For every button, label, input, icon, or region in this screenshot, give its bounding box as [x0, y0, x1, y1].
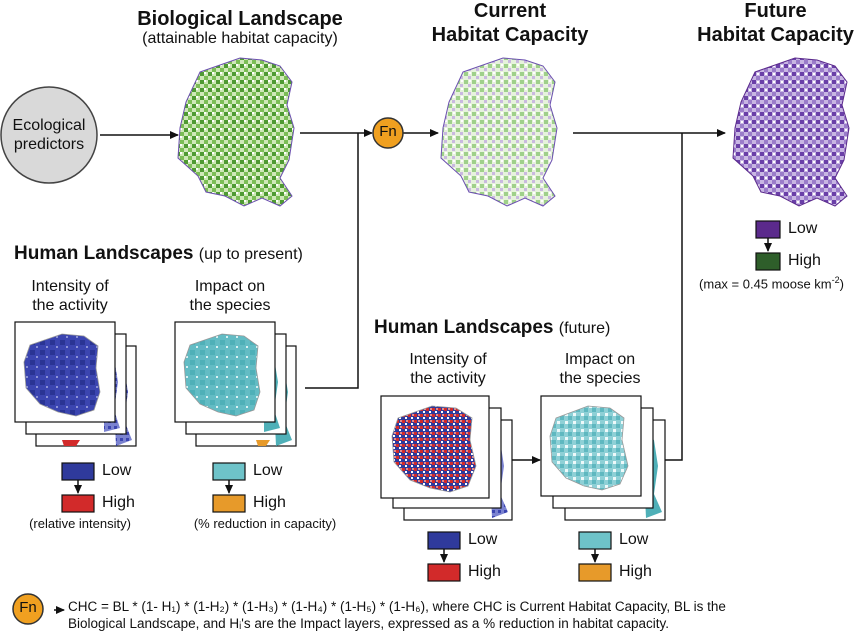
present-intensity-high-label: High	[102, 494, 135, 511]
ecological-predictors-label: Ecological predictors	[4, 116, 94, 154]
present-intensity-note: (relative intensity)	[29, 516, 131, 531]
future-capacity-low-swatch	[755, 220, 781, 239]
formula-line1: CHC = BL * (1- H₁) * (1-H₂) * (1-H₃) * (…	[68, 599, 726, 614]
present-intensity-map	[23, 333, 101, 417]
future-intensity-stack	[380, 395, 513, 521]
future-capacity-map	[732, 57, 850, 207]
future-intensity-line2: the activity	[410, 370, 486, 387]
human-future-title: Human Landscapes	[374, 317, 554, 338]
ecological-predictors-node	[0, 86, 98, 184]
future-intensity-low-swatch	[427, 531, 461, 550]
present-intensity-heading: Intensity of the activity	[10, 277, 130, 315]
future-impact-line2: the species	[559, 370, 641, 387]
present-impact-high-label: High	[253, 494, 286, 511]
present-impact-map	[183, 333, 261, 417]
future-capacity-low-label: Low	[788, 220, 818, 237]
present-intensity-line1: Intensity of	[31, 278, 109, 295]
future-intensity-map	[391, 405, 477, 493]
future-capacity-high-swatch	[755, 252, 781, 271]
human-present-qualifier: (up to present)	[198, 246, 303, 263]
line-future-impact-to-future	[653, 133, 683, 461]
present-intensity-line2: the activity	[32, 297, 108, 314]
present-intensity-low-label: Low	[102, 462, 132, 479]
present-impact-stack	[174, 321, 297, 447]
future-impact-stack	[540, 395, 666, 521]
current-capacity-map	[440, 57, 558, 207]
note-suffix: )	[839, 276, 844, 292]
fn-formula-node	[12, 593, 44, 625]
present-impact-heading: Impact on the species	[170, 277, 290, 315]
future-intensity-high-label: High	[468, 563, 501, 580]
human-present-title: Human Landscapes	[14, 243, 194, 264]
bio-landscape-subtitle: (attainable habitat capacity)	[142, 30, 338, 47]
present-impact-line2: the species	[189, 297, 271, 314]
legend-arrows	[74, 238, 772, 563]
future-capacity-title-line2: Habitat Capacity	[697, 24, 854, 46]
future-intensity-high-swatch	[427, 563, 461, 582]
human-present-heading: Human Landscapes (up to present)	[14, 243, 303, 265]
future-capacity-note: (max = 0.45 moose km-2)	[680, 275, 863, 291]
note-superscript: -2	[831, 275, 840, 285]
future-impact-low-label: Low	[619, 531, 649, 548]
line-present-impact-to-fn	[305, 133, 359, 389]
formula-line2: Biological Landscape, and Hᵢ's are the I…	[68, 616, 670, 631]
biological-landscape-map	[177, 57, 295, 207]
current-capacity-title-line2: Habitat Capacity	[431, 24, 589, 46]
present-intensity-high-swatch	[61, 494, 95, 513]
present-impact-line1: Impact on	[194, 278, 266, 295]
future-intensity-heading: Intensity of the activity	[388, 350, 508, 388]
future-impact-low-swatch	[578, 531, 612, 550]
human-future-heading: Human Landscapes (future)	[374, 317, 610, 339]
future-impact-heading: Impact on the species	[540, 350, 660, 388]
future-impact-map	[549, 405, 629, 491]
present-impact-high-swatch	[212, 494, 246, 513]
future-intensity-line1: Intensity of	[409, 351, 487, 368]
current-capacity-title-line1: Current	[473, 0, 547, 22]
fn-label: Fn	[379, 123, 397, 140]
human-future-qualifier: (future)	[558, 320, 611, 337]
fn-node	[372, 117, 404, 149]
future-capacity-title-line1: Future	[744, 0, 807, 22]
future-impact-high-swatch	[578, 563, 612, 582]
note-prefix: (max = 0.45 moose km	[699, 276, 832, 292]
present-intensity-stack	[14, 321, 137, 447]
bio-landscape-title: Biological Landscape	[137, 8, 343, 30]
formula-text: CHC = BL * (1- H₁) * (1-H₂) * (1-H₃) * (…	[68, 598, 858, 632]
future-impact-high-label: High	[619, 563, 652, 580]
future-intensity-low-label: Low	[468, 531, 498, 548]
fn-formula-label: Fn	[19, 599, 37, 616]
present-impact-note: (% reduction in capacity)	[193, 516, 337, 531]
ecological-predictors-line1: Ecological	[12, 117, 86, 134]
future-impact-line1: Impact on	[564, 351, 636, 368]
future-capacity-high-label: High	[788, 252, 821, 269]
present-impact-low-swatch	[212, 462, 246, 481]
present-impact-low-label: Low	[253, 462, 283, 479]
legend-swatches	[61, 220, 781, 582]
present-intensity-low-swatch	[61, 462, 95, 481]
ecological-predictors-line2: predictors	[13, 136, 85, 153]
